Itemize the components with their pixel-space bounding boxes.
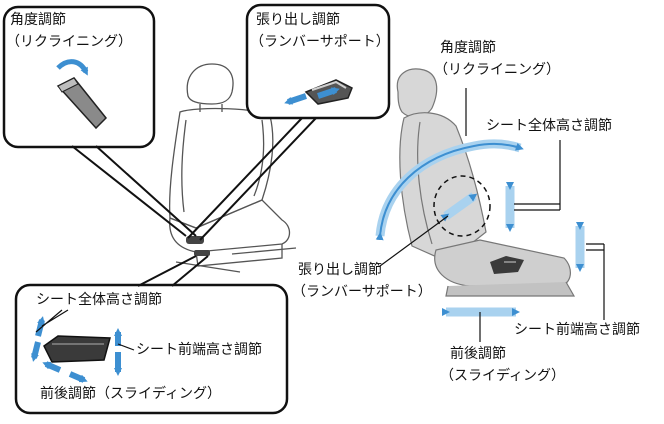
inset-lumbar-arrow-left [284, 93, 307, 105]
inset-recline-box [2, 5, 156, 149]
inset-height-label: シート全体高さ調節 [36, 292, 162, 308]
inset-recline-label-1: 角度調節 [10, 12, 66, 28]
inset-lumbar-label-1: 張り出し調節 [256, 12, 340, 28]
slide-label-1: 前後調節 [450, 346, 506, 362]
recline-label-2: （リクライニング） [434, 62, 560, 78]
right-adjust-arrows [375, 139, 585, 317]
recline-label-1: 角度調節 [440, 40, 496, 56]
inset-lumbar-lever [284, 79, 353, 105]
front-height-label: シート前端高さ調節 [514, 322, 640, 338]
inset-recline-arrow [56, 59, 89, 76]
lumbar-label-1: 張り出し調節 [298, 262, 382, 278]
inset-lumbar-arrow-right [317, 87, 340, 99]
lumbar-label-2: （ランバーサポート） [292, 284, 432, 300]
inset-lumbar-label-2: （ランバーサポート） [250, 34, 390, 50]
inset-height-arrow-down [31, 341, 41, 362]
callout-leader-lines [71, 117, 317, 287]
inset-slide-arrow-left [42, 361, 62, 373]
inset-front-height-label: シート前端高さ調節 [136, 342, 262, 358]
inset-slide-arrow-right [68, 371, 88, 383]
inset-recline-label-2: （リクライニング） [6, 34, 132, 50]
center-seat-illustration [168, 63, 297, 273]
slide-label-2: （スライディング） [440, 368, 566, 384]
lumbar-arrow [440, 192, 478, 222]
right-leader-lines [379, 88, 605, 342]
inset-seat-switch [31, 309, 135, 383]
inset-slide-label: 前後調節（スライディング） [40, 386, 222, 402]
right-seat-illustration [396, 68, 576, 297]
height-label: シート全体高さ調節 [486, 118, 612, 134]
inset-recline-lever [56, 59, 108, 130]
inset-lumbar-box [245, 3, 391, 120]
